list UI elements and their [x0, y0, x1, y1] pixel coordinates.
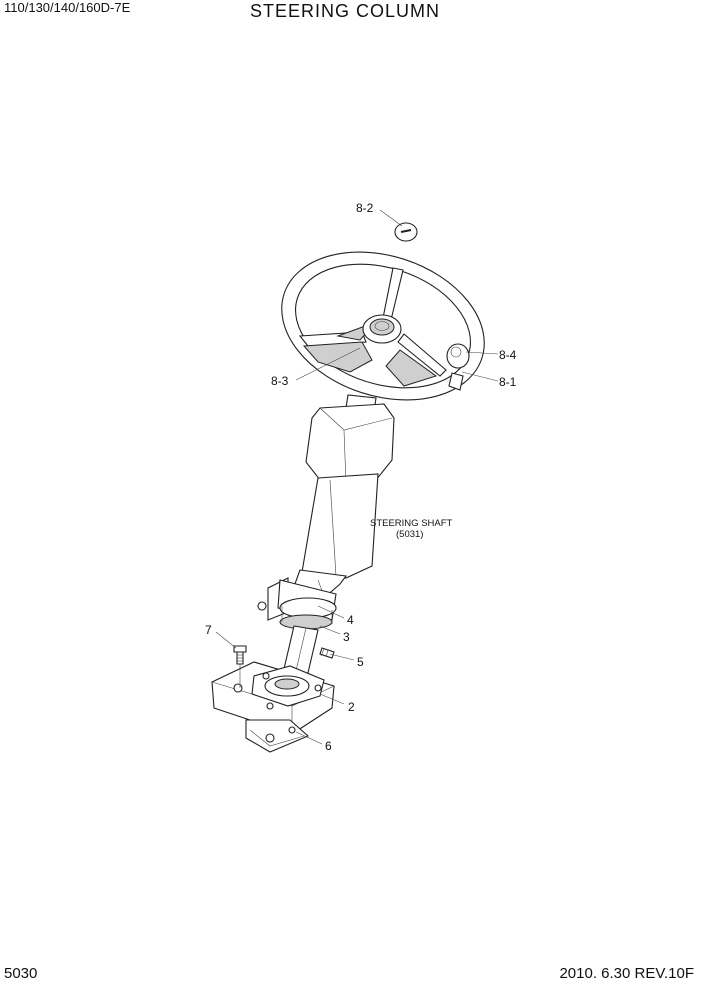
model-number: 110/130/140/160D-7E [4, 0, 131, 15]
callout-8-2: 8-2 [356, 201, 374, 215]
callout-8-4: 8-4 [499, 348, 517, 362]
mounting-bracket [257, 577, 337, 630]
steering-wheel [281, 251, 485, 401]
page-number: 5030 [4, 965, 38, 982]
date-revision: 2010. 6.30 REV.10F [559, 965, 694, 982]
bolt-5 [319, 647, 335, 659]
callout-8-1: 8-1 [499, 375, 517, 389]
callout-2: 2 [348, 700, 355, 714]
callout-7: 7 [205, 623, 212, 637]
page-title: STEERING COLUMN [250, 1, 441, 21]
steering-shaft-ref: (5031) [396, 529, 423, 540]
gasket-plate [245, 719, 310, 753]
steering-shaft-note: STEERING SHAFT [370, 518, 453, 529]
callout-3: 3 [343, 630, 350, 644]
callout-5: 5 [357, 655, 364, 669]
steering-unit-base [211, 661, 335, 735]
callout-4: 4 [347, 613, 354, 627]
callout-6: 6 [325, 739, 332, 753]
column-housing [291, 403, 395, 599]
callout-8-3: 8-3 [271, 374, 289, 388]
horn-cap [394, 222, 418, 242]
spinner-knob [446, 343, 470, 391]
bolt-7 [233, 645, 247, 665]
leader-lines [215, 209, 499, 745]
